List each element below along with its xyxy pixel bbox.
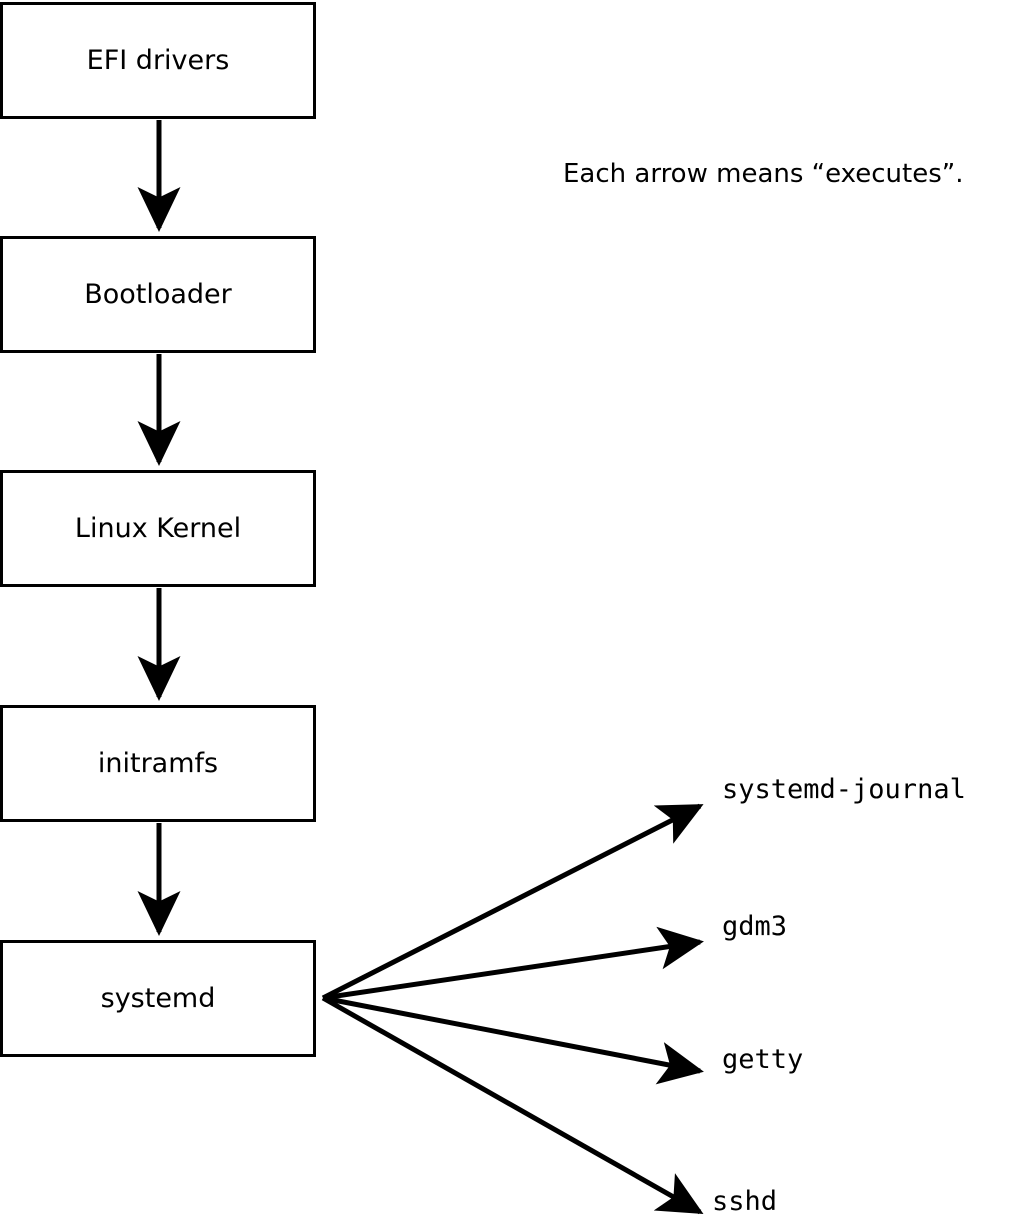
- arrow-systemd-to-systemd-journal: [321, 803, 704, 1001]
- node-label-efi-drivers: EFI drivers: [86, 45, 230, 76]
- leaf-label-systemd-journal: systemd-journal: [722, 774, 966, 805]
- arrow-systemd-to-getty: [322, 995, 704, 1085]
- node-systemd: systemd: [0, 940, 316, 1057]
- leaf-label-gdm3: gdm3: [722, 911, 788, 942]
- node-bootloader: Bootloader: [0, 236, 316, 353]
- legend-note: Each arrow means “executes”.: [563, 159, 964, 189]
- leaf-label-sshd: sshd: [712, 1186, 778, 1217]
- arrow-systemd-to-sshd: [321, 995, 704, 1215]
- node-label-initramfs: initramfs: [97, 748, 219, 779]
- node-label-linux-kernel: Linux Kernel: [74, 513, 242, 544]
- node-initramfs: initramfs: [0, 705, 316, 822]
- node-label-bootloader: Bootloader: [84, 279, 232, 310]
- node-linux-kernel: Linux Kernel: [0, 470, 316, 587]
- arrow-systemd-to-gdm3: [322, 926, 704, 1001]
- node-label-systemd: systemd: [100, 983, 216, 1014]
- leaf-label-getty: getty: [722, 1044, 804, 1075]
- node-efi-drivers: EFI drivers: [0, 2, 316, 119]
